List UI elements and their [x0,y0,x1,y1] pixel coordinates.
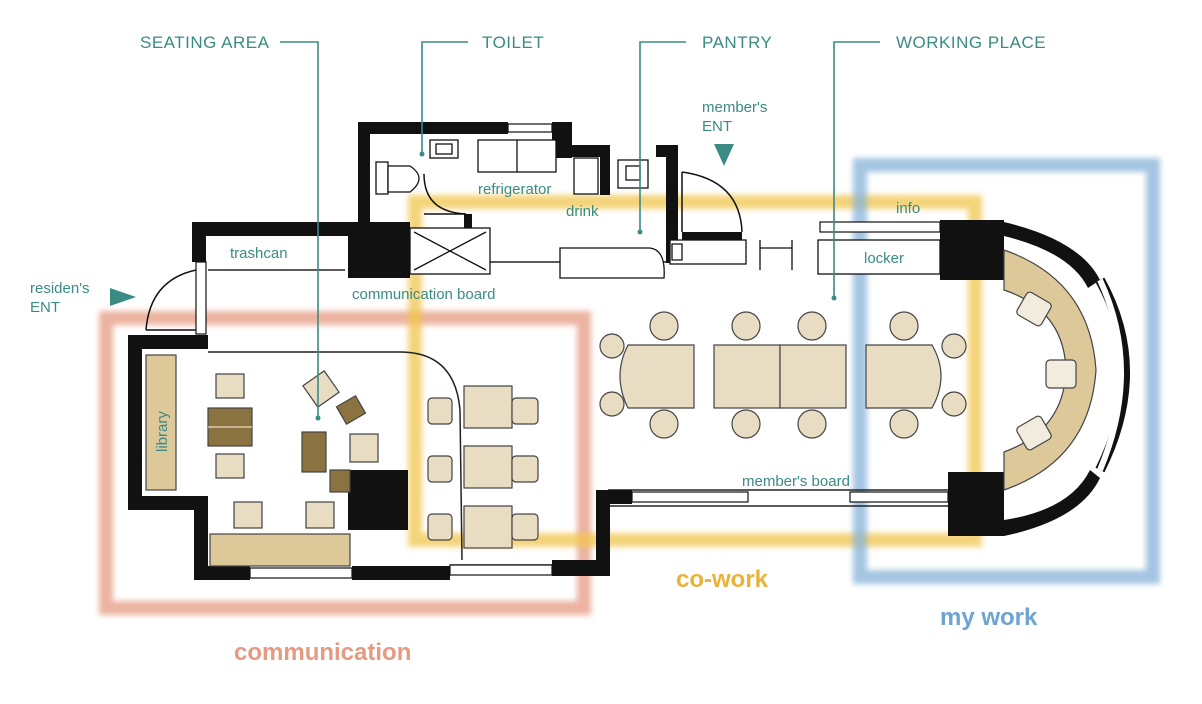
residents-entrance-arrow-icon [110,288,136,306]
working-chairs [649,311,919,439]
zone-label-co-work: co-work [676,566,769,593]
library-shelf [145,354,177,491]
zone-my-work-outline [853,158,1160,584]
label-members-board: member's board [742,473,850,490]
bench-chairs [1016,291,1077,451]
pantry-fixtures [409,139,941,279]
working-tables [599,333,967,417]
header-seating-area: SEATING AREA [140,33,270,52]
walls [128,122,1100,580]
zone-communication-outline [99,311,591,615]
windows [195,123,1130,579]
zone-co-work-outline [408,195,982,547]
label-locker: locker [864,250,904,267]
leader-dots [315,151,837,421]
zone-label-my-work: my work [940,604,1038,631]
header-pantry: PANTRY [702,33,772,52]
label-library: library [154,411,171,452]
members-entrance-arrow-icon [714,144,734,166]
header-working-place: WORKING PLACE [896,33,1046,52]
zone-label-communication: communication [234,639,411,666]
doors [145,171,743,331]
label-trashcan: trashcan [230,245,288,262]
seating-furniture [145,354,539,567]
toilet-fixtures [375,139,459,195]
curved-bench [1003,249,1097,491]
label-drink: drink [566,203,599,220]
label-communication-board: communication board [352,286,495,303]
leader-lines [280,41,880,418]
label-info: info [896,200,920,217]
header-toilet: TOILET [482,33,544,52]
label-refrigerator: refrigerator [478,181,551,198]
